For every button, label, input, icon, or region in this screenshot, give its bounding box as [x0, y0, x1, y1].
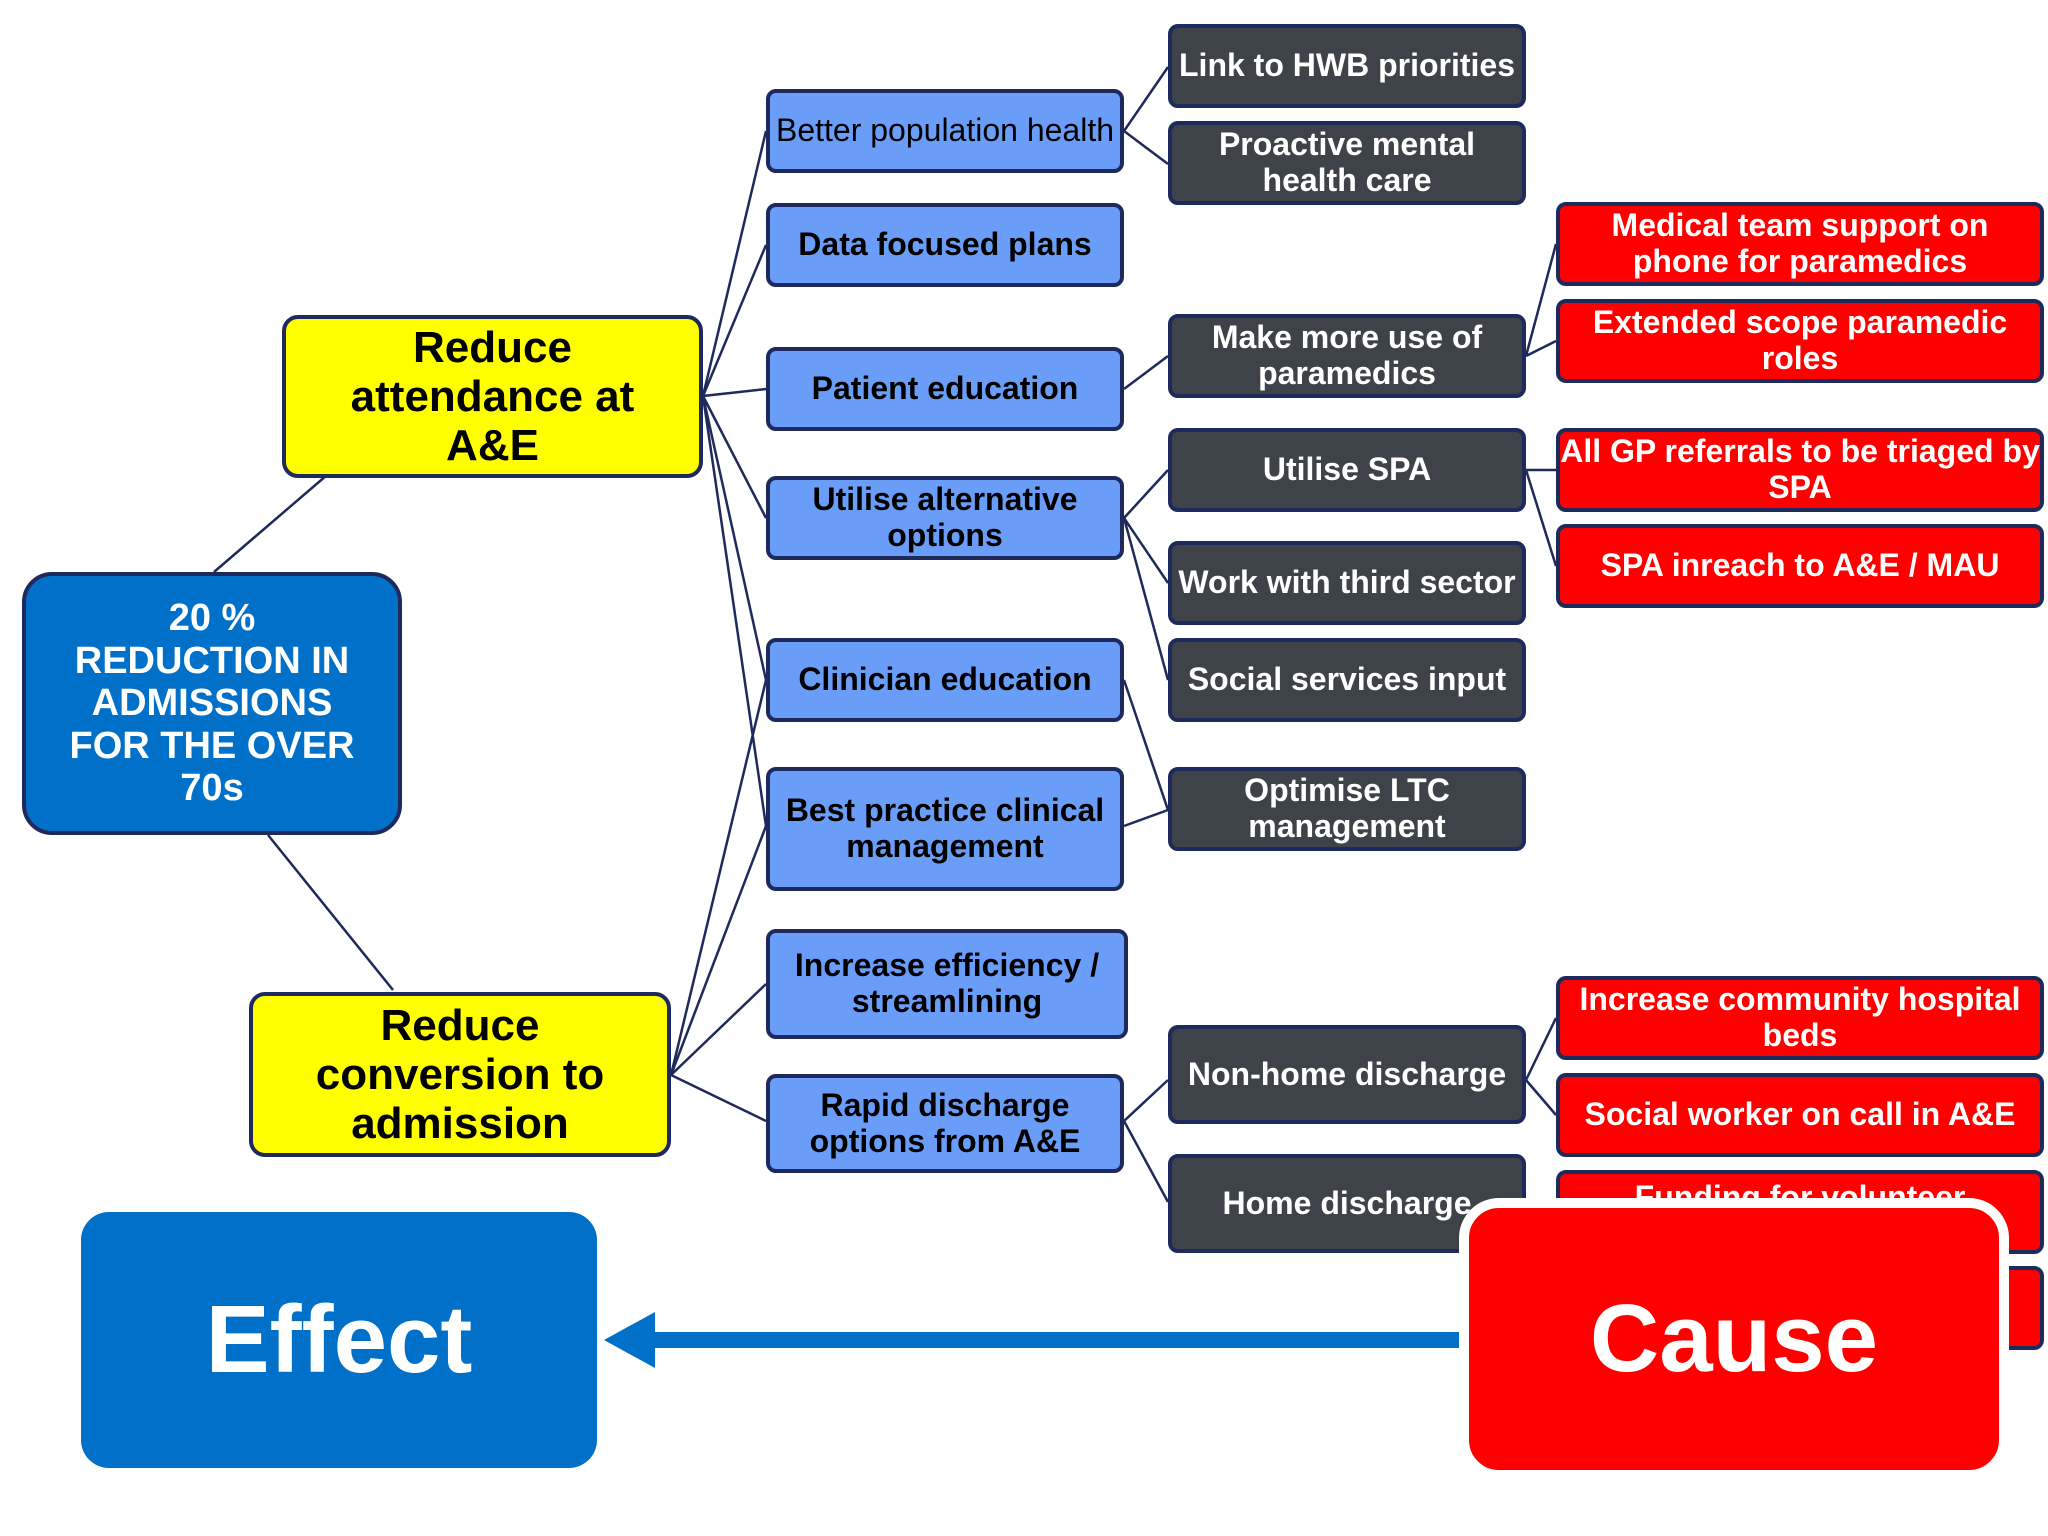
secondary-increase-efficiency-label: Increase efficiency / streamlining [794, 947, 1100, 1019]
secondary-better-population-health-label: Better population health [775, 112, 1115, 149]
tertiary-home-discharge-label: Home discharge [1222, 1184, 1472, 1221]
secondary-clinician-education-label: Clinician education [798, 661, 1092, 698]
tertiary-proactive-mental-health: Proactive mental health care [1168, 121, 1526, 205]
root-goal-label: 20 % REDUCTION IN ADMISSIONS FOR THE OVE… [69, 597, 355, 810]
driver-reduce-conversion: Reduce conversion to admission [249, 992, 671, 1157]
driver-reduce-conversion-label: Reduce conversion to admission [315, 1000, 605, 1149]
tertiary-work-third-sector-label: Work with third sector [1178, 564, 1516, 601]
tertiary-non-home-discharge-label: Non-home discharge [1187, 1055, 1507, 1092]
tertiary-link-hwb: Link to HWB priorities [1168, 24, 1526, 108]
secondary-rapid-discharge: Rapid discharge options from A&E [766, 1074, 1124, 1173]
secondary-utilise-alternative-options: Utilise alternative options [766, 476, 1124, 560]
legend-cause-label: Cause [1589, 1285, 1879, 1393]
secondary-utilise-alternative-options-label: Utilise alternative options [812, 481, 1078, 553]
secondary-increase-efficiency: Increase efficiency / streamlining [766, 929, 1128, 1039]
action-community-hospital-beds-label: Increase community hospital beds [1579, 981, 2021, 1053]
tertiary-optimise-ltc-label: Optimise LTC management [1244, 772, 1450, 844]
action-extended-scope-paramedic-label: Extended scope paramedic roles [1592, 304, 2008, 376]
tertiary-make-more-use-paramedics: Make more use of paramedics [1168, 314, 1526, 398]
action-spa-inreach-label: SPA inreach to A&E / MAU [1600, 547, 2000, 584]
root-goal-box: 20 % REDUCTION IN ADMISSIONS FOR THE OVE… [22, 572, 402, 835]
secondary-patient-education: Patient education [766, 347, 1124, 431]
action-extended-scope-paramedic: Extended scope paramedic roles [1556, 299, 2044, 383]
action-medical-team-support: Medical team support on phone for parame… [1556, 202, 2044, 286]
tertiary-utilise-spa-label: Utilise SPA [1262, 451, 1432, 488]
tertiary-social-services-input: Social services input [1168, 638, 1526, 722]
action-social-worker-on-call: Social worker on call in A&E [1556, 1073, 2044, 1157]
tertiary-social-services-input-label: Social services input [1187, 661, 1507, 698]
action-spa-inreach: SPA inreach to A&E / MAU [1556, 524, 2044, 608]
tertiary-proactive-mental-health-label: Proactive mental health care [1218, 126, 1476, 198]
action-gp-referrals-spa: All GP referrals to be triaged by SPA [1556, 428, 2044, 512]
driver-reduce-attendance: Reduce attendance at A&E [282, 315, 703, 478]
secondary-best-practice-label: Best practice clinical management [785, 792, 1105, 864]
secondary-rapid-discharge-label: Rapid discharge options from A&E [809, 1086, 1081, 1159]
secondary-data-focused-plans-label: Data focused plans [798, 226, 1092, 263]
legend-effect-box: Effect [81, 1212, 597, 1468]
secondary-clinician-education: Clinician education [766, 638, 1124, 722]
driver-reduce-attendance-label: Reduce attendance at A&E [350, 322, 635, 471]
tertiary-work-third-sector: Work with third sector [1168, 541, 1526, 625]
tertiary-non-home-discharge: Non-home discharge [1168, 1025, 1526, 1124]
secondary-best-practice: Best practice clinical management [766, 767, 1124, 891]
action-gp-referrals-spa-label: All GP referrals to be triaged by SPA [1560, 433, 2040, 505]
legend-effect-label: Effect [205, 1286, 473, 1394]
action-medical-team-support-label: Medical team support on phone for parame… [1611, 207, 1989, 279]
secondary-data-focused-plans: Data focused plans [766, 203, 1124, 287]
tertiary-link-hwb-label: Link to HWB priorities [1179, 47, 1515, 84]
secondary-better-population-health: Better population health [766, 89, 1124, 173]
legend-cause-box: Cause [1459, 1198, 2009, 1480]
action-community-hospital-beds: Increase community hospital beds [1556, 976, 2044, 1060]
action-social-worker-on-call-label: Social worker on call in A&E [1584, 1096, 2016, 1133]
tertiary-utilise-spa: Utilise SPA [1168, 428, 1526, 512]
tertiary-optimise-ltc: Optimise LTC management [1168, 767, 1526, 851]
tertiary-make-more-use-paramedics-label: Make more use of paramedics [1211, 319, 1483, 391]
secondary-patient-education-label: Patient education [811, 370, 1079, 407]
